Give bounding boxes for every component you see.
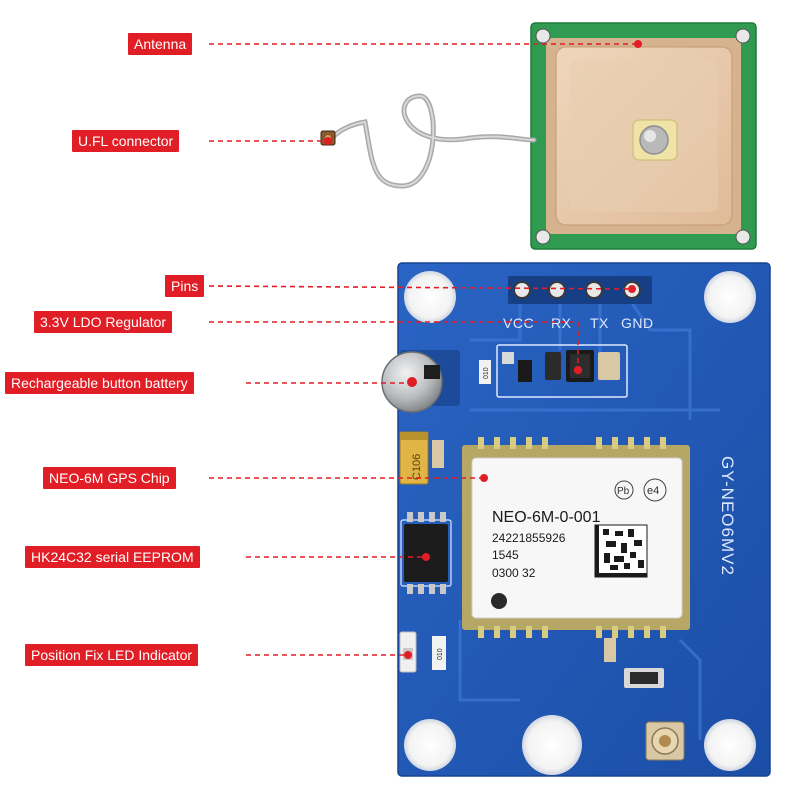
tantalum-capacitor: C106 [399, 431, 444, 485]
ufl-socket [645, 721, 685, 761]
callout-gps-chip: NEO-6M GPS Chip [43, 467, 176, 489]
chip-line-3: 1545 [492, 548, 519, 562]
callout-eeprom: HK24C32 serial EEPROM [25, 546, 200, 568]
button-battery [381, 350, 460, 413]
resistor-label: 010 [483, 367, 490, 379]
antenna-patch [530, 22, 757, 250]
chip-line-1: NEO-6M-0-001 [492, 509, 601, 526]
gps-module-chip: Pb e4 NEO-6M-0-001 24221855926 1545 0300… [462, 437, 690, 638]
datamatrix-code [594, 524, 648, 578]
pin-label-tx: TX [590, 315, 609, 331]
capacitor-label: C106 [411, 454, 423, 480]
pin-label-rx: RX [551, 315, 572, 331]
callout-antenna: Antenna [128, 33, 193, 55]
callout-button-battery: Rechargeable button battery [5, 372, 194, 394]
callout-ldo-regulator: 3.3V LDO Regulator [34, 311, 173, 333]
gps-board: VCC RX TX GND 010 [381, 262, 771, 777]
led-resistor-label: 010 [437, 648, 444, 660]
board-side-label: GY-NEO6MV2 [718, 456, 737, 576]
callout-pins: Pins [165, 275, 205, 297]
chip-badge-e4: e4 [647, 485, 659, 497]
header-pins [508, 276, 652, 304]
callout-led-indicator: Position Fix LED Indicator [25, 644, 199, 666]
pin-label-gnd: GND [621, 315, 654, 331]
antenna-cable [331, 93, 537, 189]
callout-ufl-connector: U.FL connector [72, 130, 180, 152]
chip-line-2: 24221855926 [492, 531, 566, 545]
pin-label-vcc: VCC [503, 315, 534, 331]
chip-badge-pb: Pb [617, 486, 630, 497]
chip-line-4: 0300 32 [492, 566, 536, 580]
